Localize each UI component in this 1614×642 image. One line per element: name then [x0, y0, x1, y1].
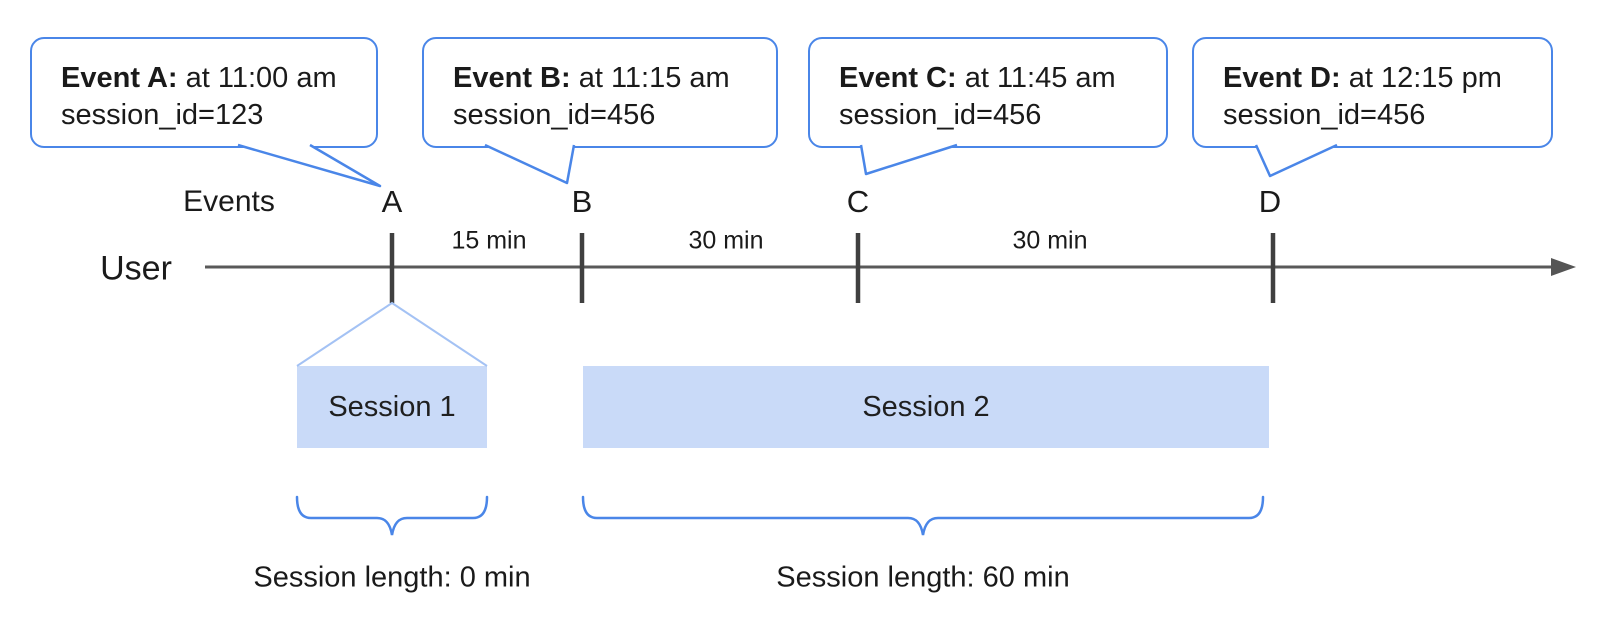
callout-title: Event D: at 12:15 pm: [1223, 62, 1502, 94]
callout-c-tail: [859, 143, 958, 176]
interval-label-a-b: 15 min: [451, 226, 527, 255]
callout-title-bold: Event C:: [839, 62, 957, 94]
callout-title-time: at 12:15 pm: [1340, 62, 1502, 94]
event-letter-a: A: [381, 184, 403, 219]
event-b-callout: Event B: at 11:15 am session_id=456: [422, 37, 778, 148]
event-letter-d: D: [1258, 184, 1282, 219]
session-2-length-label: Session length: 60 min: [776, 561, 1070, 594]
callout-title: Event B: at 11:15 am: [453, 62, 730, 94]
session-1-funnel: [296, 301, 488, 367]
event-a-callout: Event A: at 11:00 am session_id=123: [30, 37, 378, 148]
callout-d-tail: [1254, 143, 1338, 178]
callout-title-time: at 11:15 am: [570, 62, 730, 94]
callout-session-id: session_id=456: [839, 99, 1042, 131]
user-axis-label: User: [100, 249, 172, 288]
event-c-callout: Event C: at 11:45 am session_id=456: [808, 37, 1168, 148]
timeline-arrowhead-icon: [1551, 258, 1576, 276]
callout-title-time: at 11:00 am: [177, 62, 337, 94]
events-row-label: Events: [183, 185, 275, 218]
callout-title: Event C: at 11:45 am: [839, 62, 1116, 94]
session-2-brace: [581, 495, 1265, 536]
session-2-name: Session 2: [862, 390, 990, 423]
callout-session-id: session_id=456: [1223, 99, 1426, 131]
callout-session-id: session_id=456: [453, 99, 656, 131]
interval-label-b-c: 30 min: [688, 226, 764, 255]
session-1-length-label: Session length: 0 min: [253, 561, 531, 594]
session-2-block: Session 2: [583, 366, 1269, 448]
callout-title-bold: Event B:: [453, 62, 571, 94]
session-1-name: Session 1: [328, 390, 456, 423]
callout-title-bold: Event A:: [61, 62, 178, 94]
callout-a-tail: [237, 143, 382, 188]
callout-title: Event A: at 11:00 am: [61, 62, 337, 94]
callout-b-tail: [484, 143, 576, 185]
event-d-callout: Event D: at 12:15 pm session_id=456: [1192, 37, 1553, 148]
callout-session-id: session_id=123: [61, 99, 264, 131]
session-1-block: Session 1: [297, 366, 487, 448]
callout-title-time: at 11:45 am: [956, 62, 1116, 94]
interval-label-c-d: 30 min: [1012, 226, 1088, 255]
callout-title-bold: Event D:: [1223, 62, 1341, 94]
session-1-brace: [295, 495, 489, 536]
event-letter-b: B: [571, 184, 593, 219]
event-letter-c: C: [846, 184, 870, 219]
